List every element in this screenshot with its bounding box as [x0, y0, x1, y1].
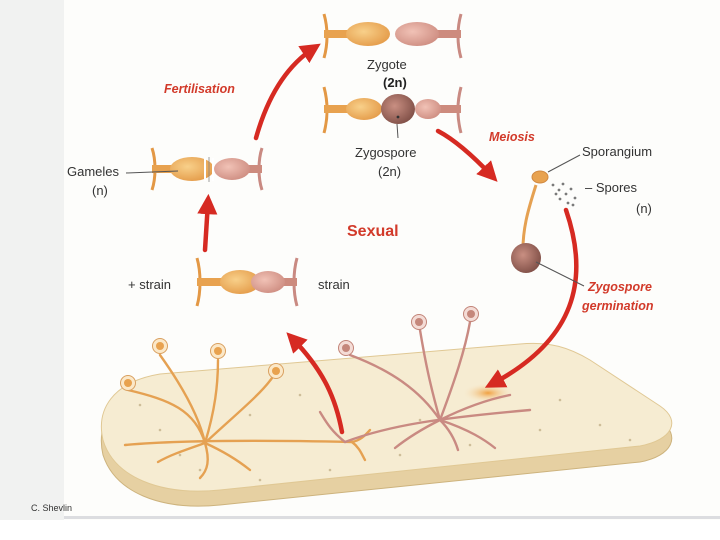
gametes-arrow	[197, 193, 218, 253]
zygospore-label: Zygospore	[355, 145, 416, 160]
released-spores	[551, 182, 577, 207]
plus-strain-sporangia	[120, 338, 284, 391]
germinating-zygospore	[511, 154, 585, 287]
zygospore-body	[511, 243, 541, 273]
left-margin-band	[0, 0, 64, 520]
meiosis-label: Meiosis	[489, 130, 535, 144]
strains-stage	[195, 257, 299, 307]
gametes-label: Gameles	[67, 164, 120, 179]
gametes-stage	[125, 147, 264, 191]
substrate	[100, 342, 673, 507]
fertilisation-arrow	[253, 43, 321, 141]
minus-strain-label: strain	[318, 277, 350, 292]
spores-label: – Spores	[585, 180, 638, 195]
spores-ploidy-label: (n)	[636, 201, 652, 216]
meiosis-arrow	[435, 128, 498, 182]
germination-label-line1: Zygospore	[587, 280, 652, 294]
zygote-ploidy-label: (2n)	[383, 75, 407, 90]
zygospore-stage	[322, 86, 463, 139]
zygospore-ploidy-label: (2n)	[378, 164, 401, 179]
fertilisation-label: Fertilisation	[164, 82, 235, 96]
plus-strain-label: + strain	[128, 277, 171, 292]
sexual-label: Sexual	[347, 223, 399, 240]
cycle-arrows	[197, 43, 579, 435]
sporangium-label: Sporangium	[582, 144, 652, 159]
germination-label-line2: germination	[581, 299, 654, 313]
zygote-stage	[322, 13, 463, 59]
credit-label: C. Shevlin	[31, 503, 73, 513]
sporangium-body	[531, 170, 549, 184]
minus-strain-sporangia	[338, 306, 479, 356]
zygote-label: Zygote	[367, 57, 407, 72]
return-arrow	[286, 332, 345, 435]
gametes-ploidy-label: (n)	[92, 183, 108, 198]
diagram-labels: Zygote (2n) Fertilisation Meiosis Sporan…	[67, 57, 654, 313]
bottom-rule	[64, 516, 720, 519]
germination-arrow	[484, 207, 579, 388]
minus-strain-mycelium	[318, 320, 532, 452]
